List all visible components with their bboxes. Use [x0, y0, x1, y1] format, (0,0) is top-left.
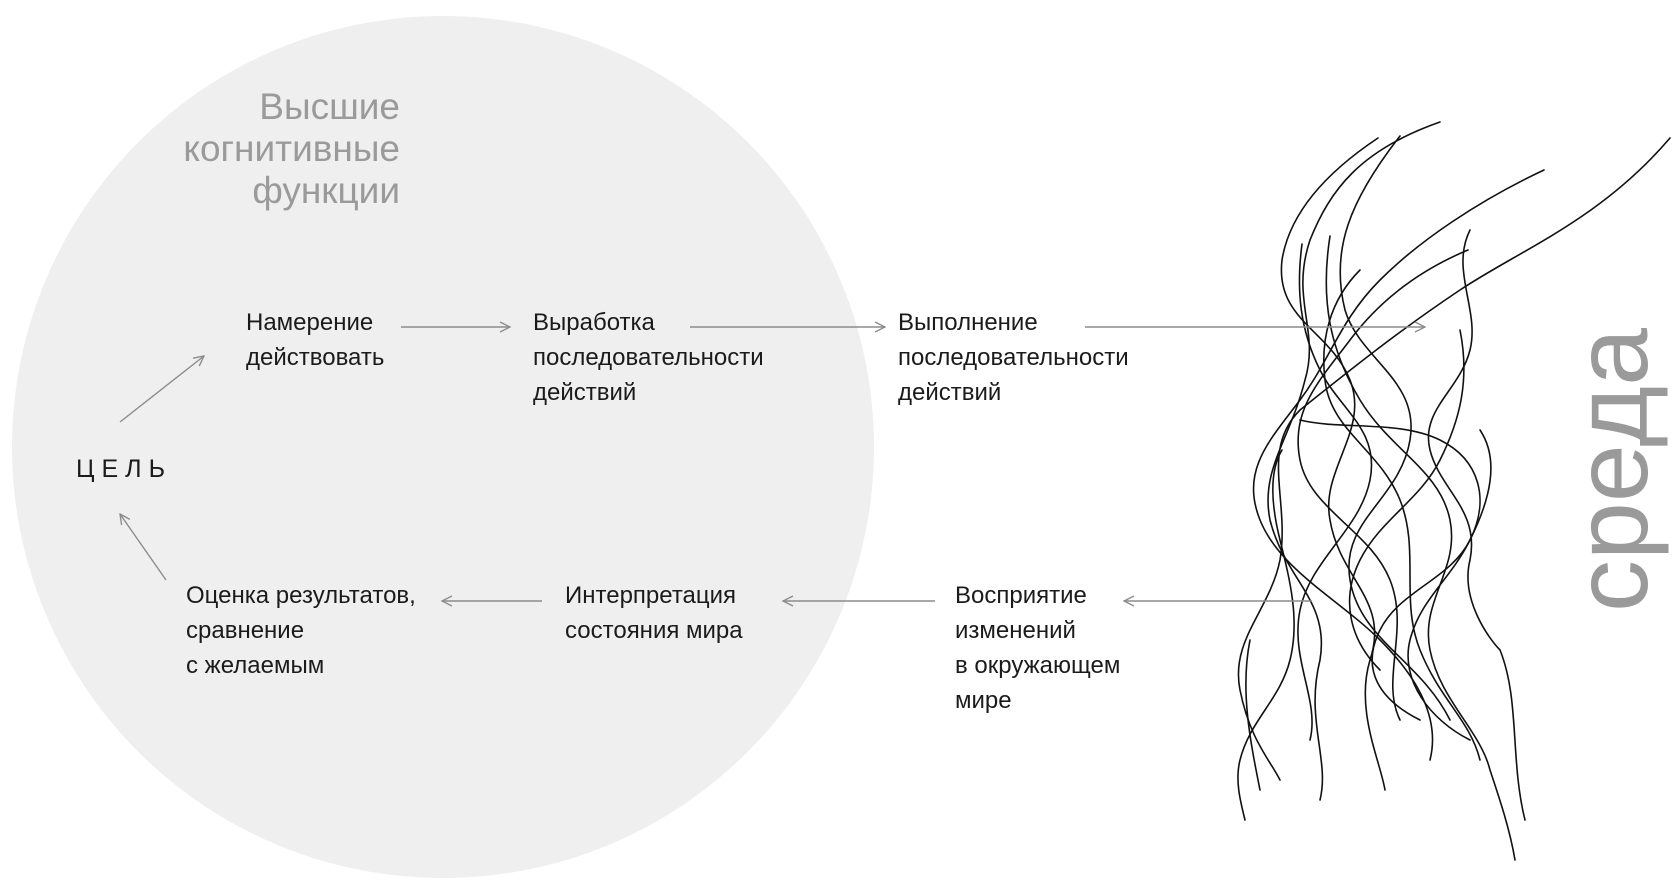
region-title-line: когнитивные — [183, 128, 400, 169]
node-perception: Восприятие изменений в окружающем мире — [955, 578, 1120, 718]
node-line: последовательности — [898, 344, 1129, 371]
region-title-line: Высшие — [259, 86, 400, 127]
environment-line — [1237, 449, 1295, 821]
environment-line — [1407, 429, 1492, 741]
node-sequence-planning: Выработка последовательности действий — [533, 305, 764, 410]
node-line: Намерение — [246, 309, 374, 336]
node-interpretation: Интерпретация состояния мира — [565, 578, 743, 648]
environment-line — [1252, 169, 1545, 761]
cognitive-functions-circle — [12, 16, 874, 878]
arrow-evaluation-to-goal — [120, 514, 167, 581]
node-line: в окружающем — [955, 652, 1121, 679]
environment-line — [1427, 229, 1526, 821]
node-line: с желаемым — [186, 652, 325, 679]
node-line: Выработка — [533, 309, 655, 336]
environment-line — [1237, 137, 1671, 781]
goal-label: ЦЕЛЬ — [76, 455, 172, 483]
environment-line — [1280, 137, 1386, 791]
node-line: состояния мира — [565, 617, 743, 644]
node-intention: Намерение действовать — [246, 305, 384, 375]
node-sequence-execution: Выполнение последовательности действий — [898, 305, 1129, 410]
arrow-goal-to-intention — [119, 356, 204, 423]
node-line: Выполнение — [898, 309, 1038, 336]
region-title-line: функции — [252, 170, 400, 211]
node-line: Восприятие — [955, 582, 1087, 609]
environment-line — [1267, 121, 1441, 801]
node-line: Интерпретация — [565, 582, 737, 609]
environment-line — [1325, 235, 1516, 861]
environment-line — [1348, 329, 1465, 671]
node-line: мире — [955, 687, 1012, 714]
flow-arrows — [120, 327, 1425, 601]
node-line: действий — [898, 379, 1002, 406]
node-line: Оценка результатов, — [186, 582, 416, 609]
environment-tangled-lines — [1237, 121, 1671, 861]
environment-line — [1299, 419, 1481, 721]
environment-line — [1297, 243, 1373, 741]
node-line: сравнение — [186, 617, 305, 644]
environment-line — [1245, 639, 1261, 791]
node-evaluation: Оценка результатов, сравнение с желаемым — [186, 578, 416, 683]
node-line: последовательности — [533, 344, 764, 371]
node-line: действий — [533, 379, 637, 406]
environment-line — [1297, 249, 1469, 721]
node-line: действовать — [246, 344, 385, 371]
environment-line — [1339, 135, 1451, 721]
environment-label: среда — [1554, 328, 1670, 612]
environment-line — [1322, 269, 1481, 761]
node-line: изменений — [955, 617, 1076, 644]
region-title: Высшие когнитивные функции — [100, 86, 400, 212]
